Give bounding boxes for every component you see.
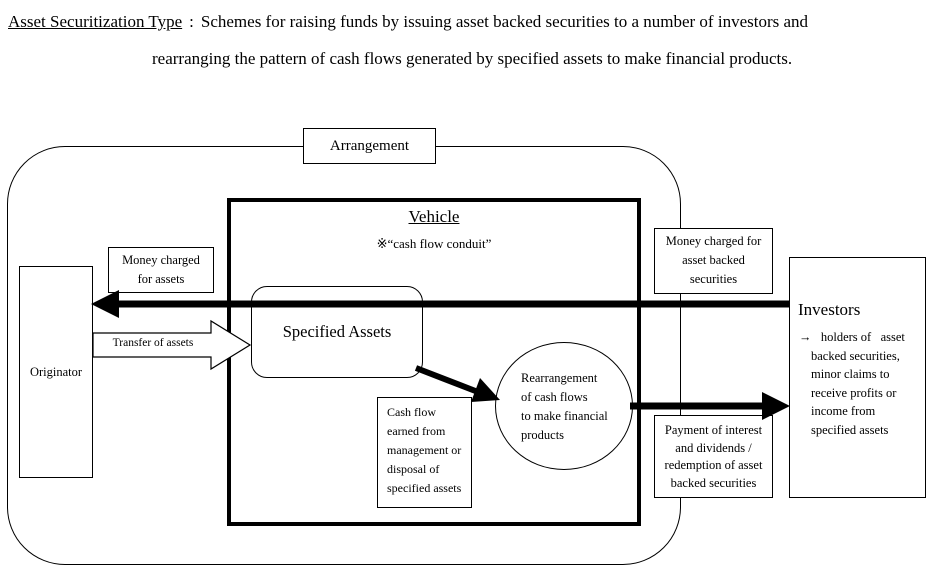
label-line: of cash flows — [521, 390, 588, 404]
label-line: redemption of asset — [664, 458, 763, 472]
label-line: to make financial — [521, 409, 608, 423]
rearrangement-circle: Rearrangement of cash flows to make fina… — [495, 342, 633, 470]
investors-box: Investors → holders of asset backed secu… — [789, 257, 926, 498]
arrangement-box: Arrangement — [303, 128, 436, 164]
cash-flow-earned-box: Cash flow earned from management or disp… — [377, 397, 472, 508]
label-line: Payment of interest — [664, 423, 763, 437]
page-title-line2: rearranging the pattern of cash flows ge… — [152, 49, 793, 68]
note-line: receive profits or — [811, 385, 897, 400]
note-line: backed securities, — [811, 348, 900, 363]
label-line: disposal of — [387, 462, 440, 476]
money-charged-abs-box: Money charged for asset backed securitie… — [654, 228, 773, 294]
label-line: specified assets — [387, 481, 462, 495]
note-line: specified assets — [811, 422, 889, 437]
title-separator: : — [189, 12, 194, 31]
label-line: products — [521, 428, 565, 442]
originator-label: Originator — [29, 364, 83, 379]
note-line: minor claims to — [811, 367, 890, 381]
money-charged-for-assets-box: Money charged for assets — [108, 247, 214, 293]
investors-note: → holders of asset backed securities, mi… — [799, 328, 925, 439]
payment-box: Payment of interest and dividends / rede… — [654, 415, 773, 498]
label-line: Rearrangement — [521, 371, 598, 385]
note-line: → holders of asset — [799, 330, 905, 344]
transfer-of-assets-label: Transfer of assets — [112, 337, 194, 349]
label-line: securities — [689, 272, 738, 286]
vehicle-title: Vehicle — [408, 207, 460, 226]
label-line: asset backed — [682, 253, 745, 267]
originator-box: Originator — [19, 266, 93, 478]
label-line: Money charged for — [665, 234, 762, 248]
specified-assets-box: Specified Assets — [251, 286, 423, 378]
title-rest: Schemes for raising funds by issuing ass… — [200, 12, 809, 31]
note-line: income from — [811, 404, 876, 418]
label-line: and dividends / — [675, 440, 752, 455]
label-line: Money charged — [122, 253, 200, 267]
specified-assets-label: Specified Assets — [282, 322, 392, 341]
label-line: earned from — [387, 424, 446, 438]
label-line: management or — [387, 443, 462, 457]
label-line: Cash flow — [387, 405, 436, 419]
page-title-line1: Asset Securitization Type: Schemes for ra… — [8, 12, 808, 32]
label-line: for assets — [137, 272, 185, 286]
investors-heading: Investors — [798, 300, 861, 319]
label-line: backed securities — [670, 475, 757, 490]
vehicle-subtitle: ※“cash flow conduit” — [376, 236, 492, 251]
title-heading: Asset Securitization Type — [8, 12, 183, 31]
arrangement-label: Arrangement — [329, 137, 410, 154]
